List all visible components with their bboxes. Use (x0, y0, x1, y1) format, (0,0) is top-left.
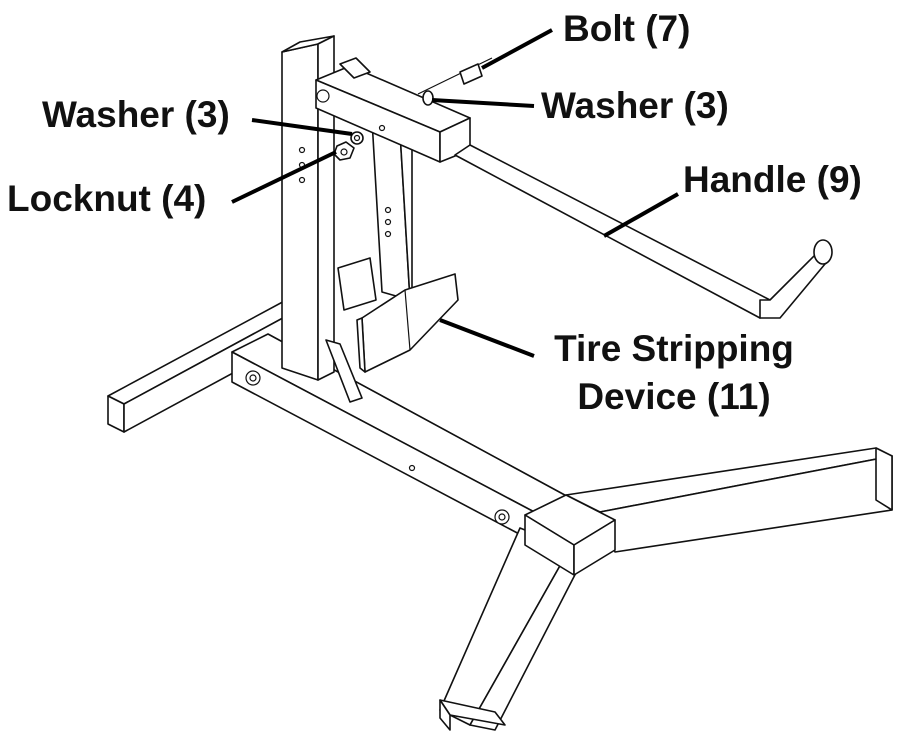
handle-leader (603, 192, 679, 238)
tire-stripping-leader (439, 318, 535, 358)
callout-bolt: Bolt (7) (563, 8, 691, 49)
callout-tire-stripping-line1: Tire Stripping (554, 328, 794, 369)
callout-handle: Handle (9) (683, 159, 862, 200)
callout-tire-stripping-line2: Device (11) (577, 376, 771, 417)
washer-right-leader (431, 98, 535, 108)
gusset (325, 339, 363, 403)
callout-locknut: Locknut (4) (7, 178, 207, 219)
bolt-leader (481, 28, 553, 70)
leader-lines (231, 28, 679, 358)
washer-left-leader (251, 118, 353, 136)
callout-washer-left: Washer (3) (42, 94, 230, 135)
callout-washer-right: Washer (3) (541, 85, 729, 126)
base-hub (524, 494, 616, 576)
top-sleeve (315, 57, 471, 163)
locknut-leader (231, 150, 337, 204)
tire-stripping-device (356, 273, 459, 373)
